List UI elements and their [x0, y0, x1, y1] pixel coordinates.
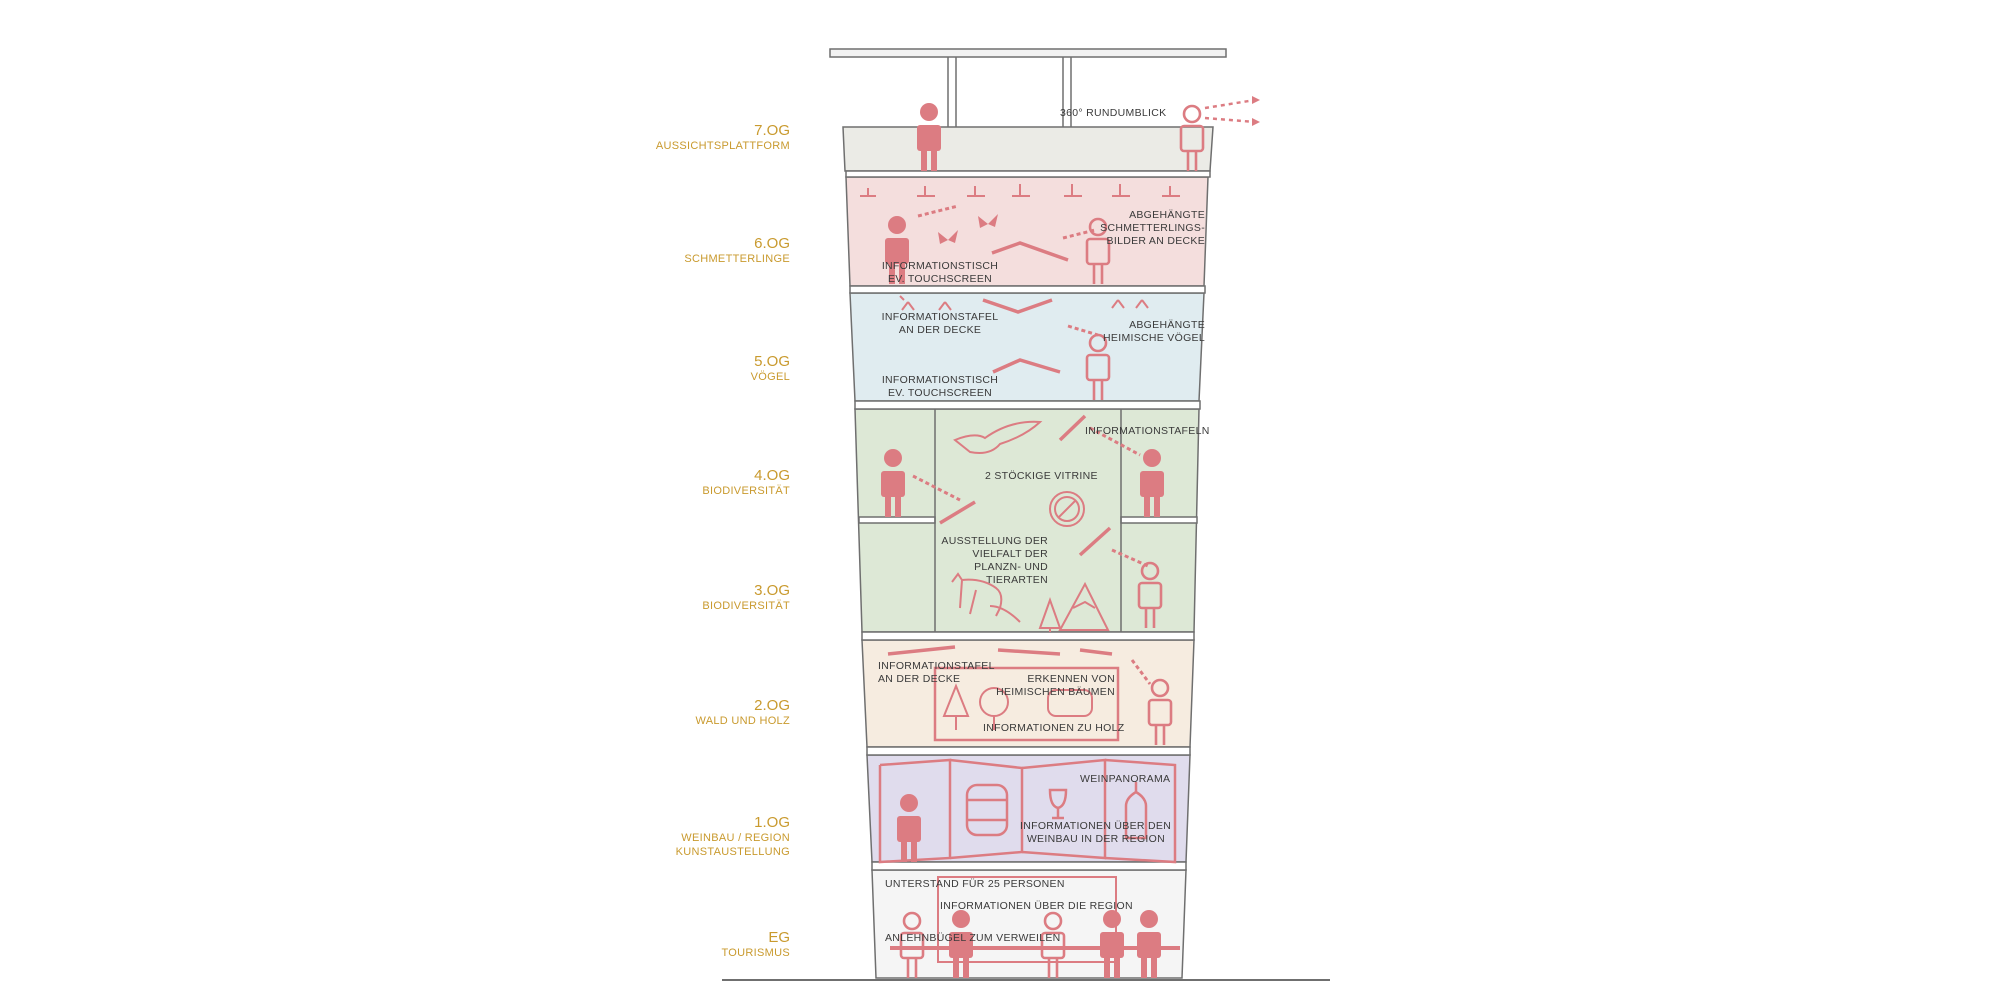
floor-name: VÖGEL: [750, 371, 790, 383]
floor-label-1og: 1.OG WEINBAU / REGION KUNSTAUSTELLUNG: [600, 814, 790, 859]
og6-content: [860, 184, 1180, 262]
og2-content: [887, 645, 1152, 742]
note-og6-info-table: INFORMATIONSTISCH EV. TOUCHSCREEN: [880, 260, 1000, 286]
floor-level: 7.OG: [754, 122, 790, 139]
note-og1-panorama: WEINPANORAMA: [1080, 773, 1171, 785]
og3-content: [951, 526, 1149, 632]
view-arrows: [1204, 98, 1256, 124]
butterfly-icon: [938, 214, 998, 244]
fox-icon: [951, 572, 1021, 623]
wine-glass-icon: [1048, 788, 1068, 820]
note-line: SCHMETTERLINGS-: [1100, 222, 1205, 234]
floor-name: BIODIVERSITÄT: [702, 485, 790, 497]
floor-band-7og: [842, 126, 1214, 172]
wine-bottle-icon: [1124, 782, 1148, 840]
note-line: EV. TOUCHSCREEN: [887, 273, 993, 285]
note-line: INFORMATIONSTAFEL: [878, 660, 995, 672]
wood-icon: [1047, 689, 1093, 717]
floor-name: BIODIVERSITÄT: [702, 600, 790, 612]
floor-slabs: [845, 170, 1211, 871]
og5-content: [899, 295, 1149, 374]
floor-level: EG: [768, 929, 790, 946]
note-og5-info-table: INFORMATIONSTISCH EV. TOUCHSCREEN: [880, 374, 1000, 400]
mountain-icon: [1058, 581, 1110, 631]
floor-label-6og: 6.OG SCHMETTERLINGE: [600, 235, 790, 266]
roof-canopy: [829, 48, 1227, 127]
note-line: VIELFALT DER: [972, 548, 1048, 560]
tree-icon: [942, 683, 970, 730]
floor-name: WEINBAU / REGION: [681, 832, 790, 844]
floor-level: 5.OG: [754, 353, 790, 370]
floor-name-secondary: KUNSTAUSTELLUNG: [675, 846, 790, 858]
note-line: AN DER DECKE: [898, 324, 982, 336]
note-line: INFORMATIONSTISCH: [881, 374, 999, 386]
floor-level: 4.OG: [754, 467, 790, 484]
note-eg-leaning-bars: ANLEHNBÜGEL ZUM VERWEILEN: [885, 932, 1061, 944]
floor-label-eg: EG TOURISMUS: [600, 929, 790, 960]
note-eg-region: INFORMATIONEN ÜBER DIE REGION: [940, 900, 1133, 912]
floor-label-7og: 7.OG AUSSICHTSPLATTFORM: [600, 122, 790, 153]
note-line: HEIMISCHEN BÄUMEN: [996, 686, 1115, 698]
hanging-pictures-icon: [860, 184, 1180, 197]
floor-label-3og: 3.OG BIODIVERSITÄT: [600, 582, 790, 613]
note-og4-vitrine: 2 STÖCKIGE VITRINE: [985, 470, 1098, 482]
tree-display: [933, 666, 1120, 742]
note-line: ERKENNEN VON: [1027, 673, 1115, 685]
note-line: EV. TOUCHSCREEN: [887, 387, 993, 399]
note-line: TIERARTEN: [985, 574, 1048, 586]
og7-content: [917, 96, 1260, 173]
floor-level: 3.OG: [754, 582, 790, 599]
floor-label-2og: 2.OG WALD UND HOLZ: [600, 697, 790, 728]
bird-icon: [953, 420, 1043, 454]
tree-icon: [1038, 597, 1062, 632]
note-line: BILDER AN DECKE: [1106, 235, 1205, 247]
floor-name: TOURISMUS: [721, 947, 790, 959]
floor-name: SCHMETTERLINGE: [684, 253, 790, 265]
note-og4-info-boards: INFORMATIONSTAFELN: [1085, 425, 1210, 437]
note-line: INFORMATIONEN ÜBER DEN: [1020, 820, 1172, 832]
note-og2-info-board: INFORMATIONSTAFEL AN DER DECKE: [878, 660, 995, 686]
note-line: PLANZN- UND: [974, 561, 1048, 573]
note-og3-exhibition: AUSSTELLUNG DER VIELFALT DER PLANZN- UND…: [940, 535, 1048, 587]
floor-name: WALD UND HOLZ: [695, 715, 790, 727]
note-eg-shelter: UNTERSTAND FÜR 25 PERSONEN: [885, 878, 1065, 890]
floor-level: 1.OG: [754, 814, 790, 831]
note-rundumblick: 360° RUNDUMBLICK: [1060, 107, 1167, 119]
og4-content: [912, 414, 1141, 527]
note-line: INFORMATIONSTISCH: [881, 260, 999, 272]
note-og1-viticulture: INFORMATIONEN ÜBER DEN WEINBAU IN DER RE…: [1020, 820, 1172, 846]
og1-content: [878, 758, 1177, 864]
floor-label-4og: 4.OG BIODIVERSITÄT: [600, 467, 790, 498]
note-line: AN DER DECKE: [878, 673, 961, 685]
note-og6-hanging-pictures: ABGEHÄNGTE SCHMETTERLINGS- BILDER AN DEC…: [1090, 209, 1205, 248]
note-og5-info-board: INFORMATIONSTAFEL AN DER DECKE: [880, 311, 1000, 337]
compass-icon: [1049, 491, 1085, 527]
floor-name: AUSSICHTSPLATTFORM: [655, 140, 790, 152]
floor-label-5og: 5.OG VÖGEL: [600, 353, 790, 384]
barrel-icon: [965, 783, 1009, 837]
note-line: ABGEHÄNGTE: [1129, 209, 1205, 221]
note-line: ABGEHÄNGTE: [1129, 319, 1205, 331]
floor-level: 6.OG: [754, 235, 790, 252]
note-og2-wood: INFORMATIONEN ZU HOLZ: [983, 722, 1125, 734]
note-line: WEINBAU IN DER REGION: [1026, 833, 1165, 845]
note-line: INFORMATIONSTAFEL: [881, 311, 999, 323]
note-og5-hanging-birds: ABGEHÄNGTE HEIMISCHE VÖGEL: [1090, 319, 1205, 345]
note-line: HEIMISCHE VÖGEL: [1103, 332, 1205, 344]
note-og2-trees: ERKENNEN VON HEIMISCHEN BÄUMEN: [990, 673, 1115, 699]
note-line: AUSSTELLUNG DER: [941, 535, 1048, 547]
floor-level: 2.OG: [754, 697, 790, 714]
